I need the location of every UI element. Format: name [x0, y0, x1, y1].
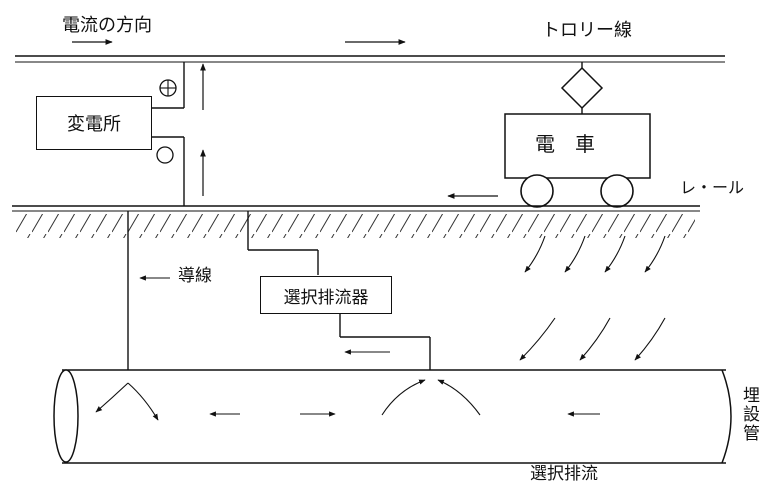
- selective-drainage-device-label: 選択排流器: [283, 287, 369, 308]
- positive-terminal-icon: [159, 79, 177, 97]
- rail: [12, 205, 700, 212]
- train-label: 電 車: [535, 132, 595, 156]
- conductor-wire: [127, 211, 170, 370]
- trolley-wire: [15, 55, 725, 63]
- substation-feeders: [152, 62, 206, 206]
- buried-pipe-label: 埋設管: [739, 386, 759, 443]
- selective-drainage-device-box: 選択排流器: [260, 276, 392, 314]
- train-icon: [504, 113, 651, 208]
- negative-terminal-icon: [156, 146, 174, 164]
- rail-label: レ・ール: [680, 178, 745, 197]
- conductor-label: 導線: [178, 266, 212, 286]
- ground-hatching: [15, 214, 695, 238]
- substation-label: 変電所: [67, 114, 121, 135]
- pantograph-icon: [560, 62, 604, 114]
- trolley-wire-label: トロリー線: [542, 20, 632, 41]
- pipe-current-arrows: [95, 379, 600, 421]
- substation-box: 変電所: [36, 96, 152, 150]
- stray-current-arrows: [519, 235, 666, 361]
- current-direction-label: 電流の方向: [62, 15, 152, 36]
- drainage-wiring: [247, 211, 431, 370]
- buried-pipe: [53, 369, 732, 464]
- selective-drainage-label: 選択排流: [530, 464, 598, 484]
